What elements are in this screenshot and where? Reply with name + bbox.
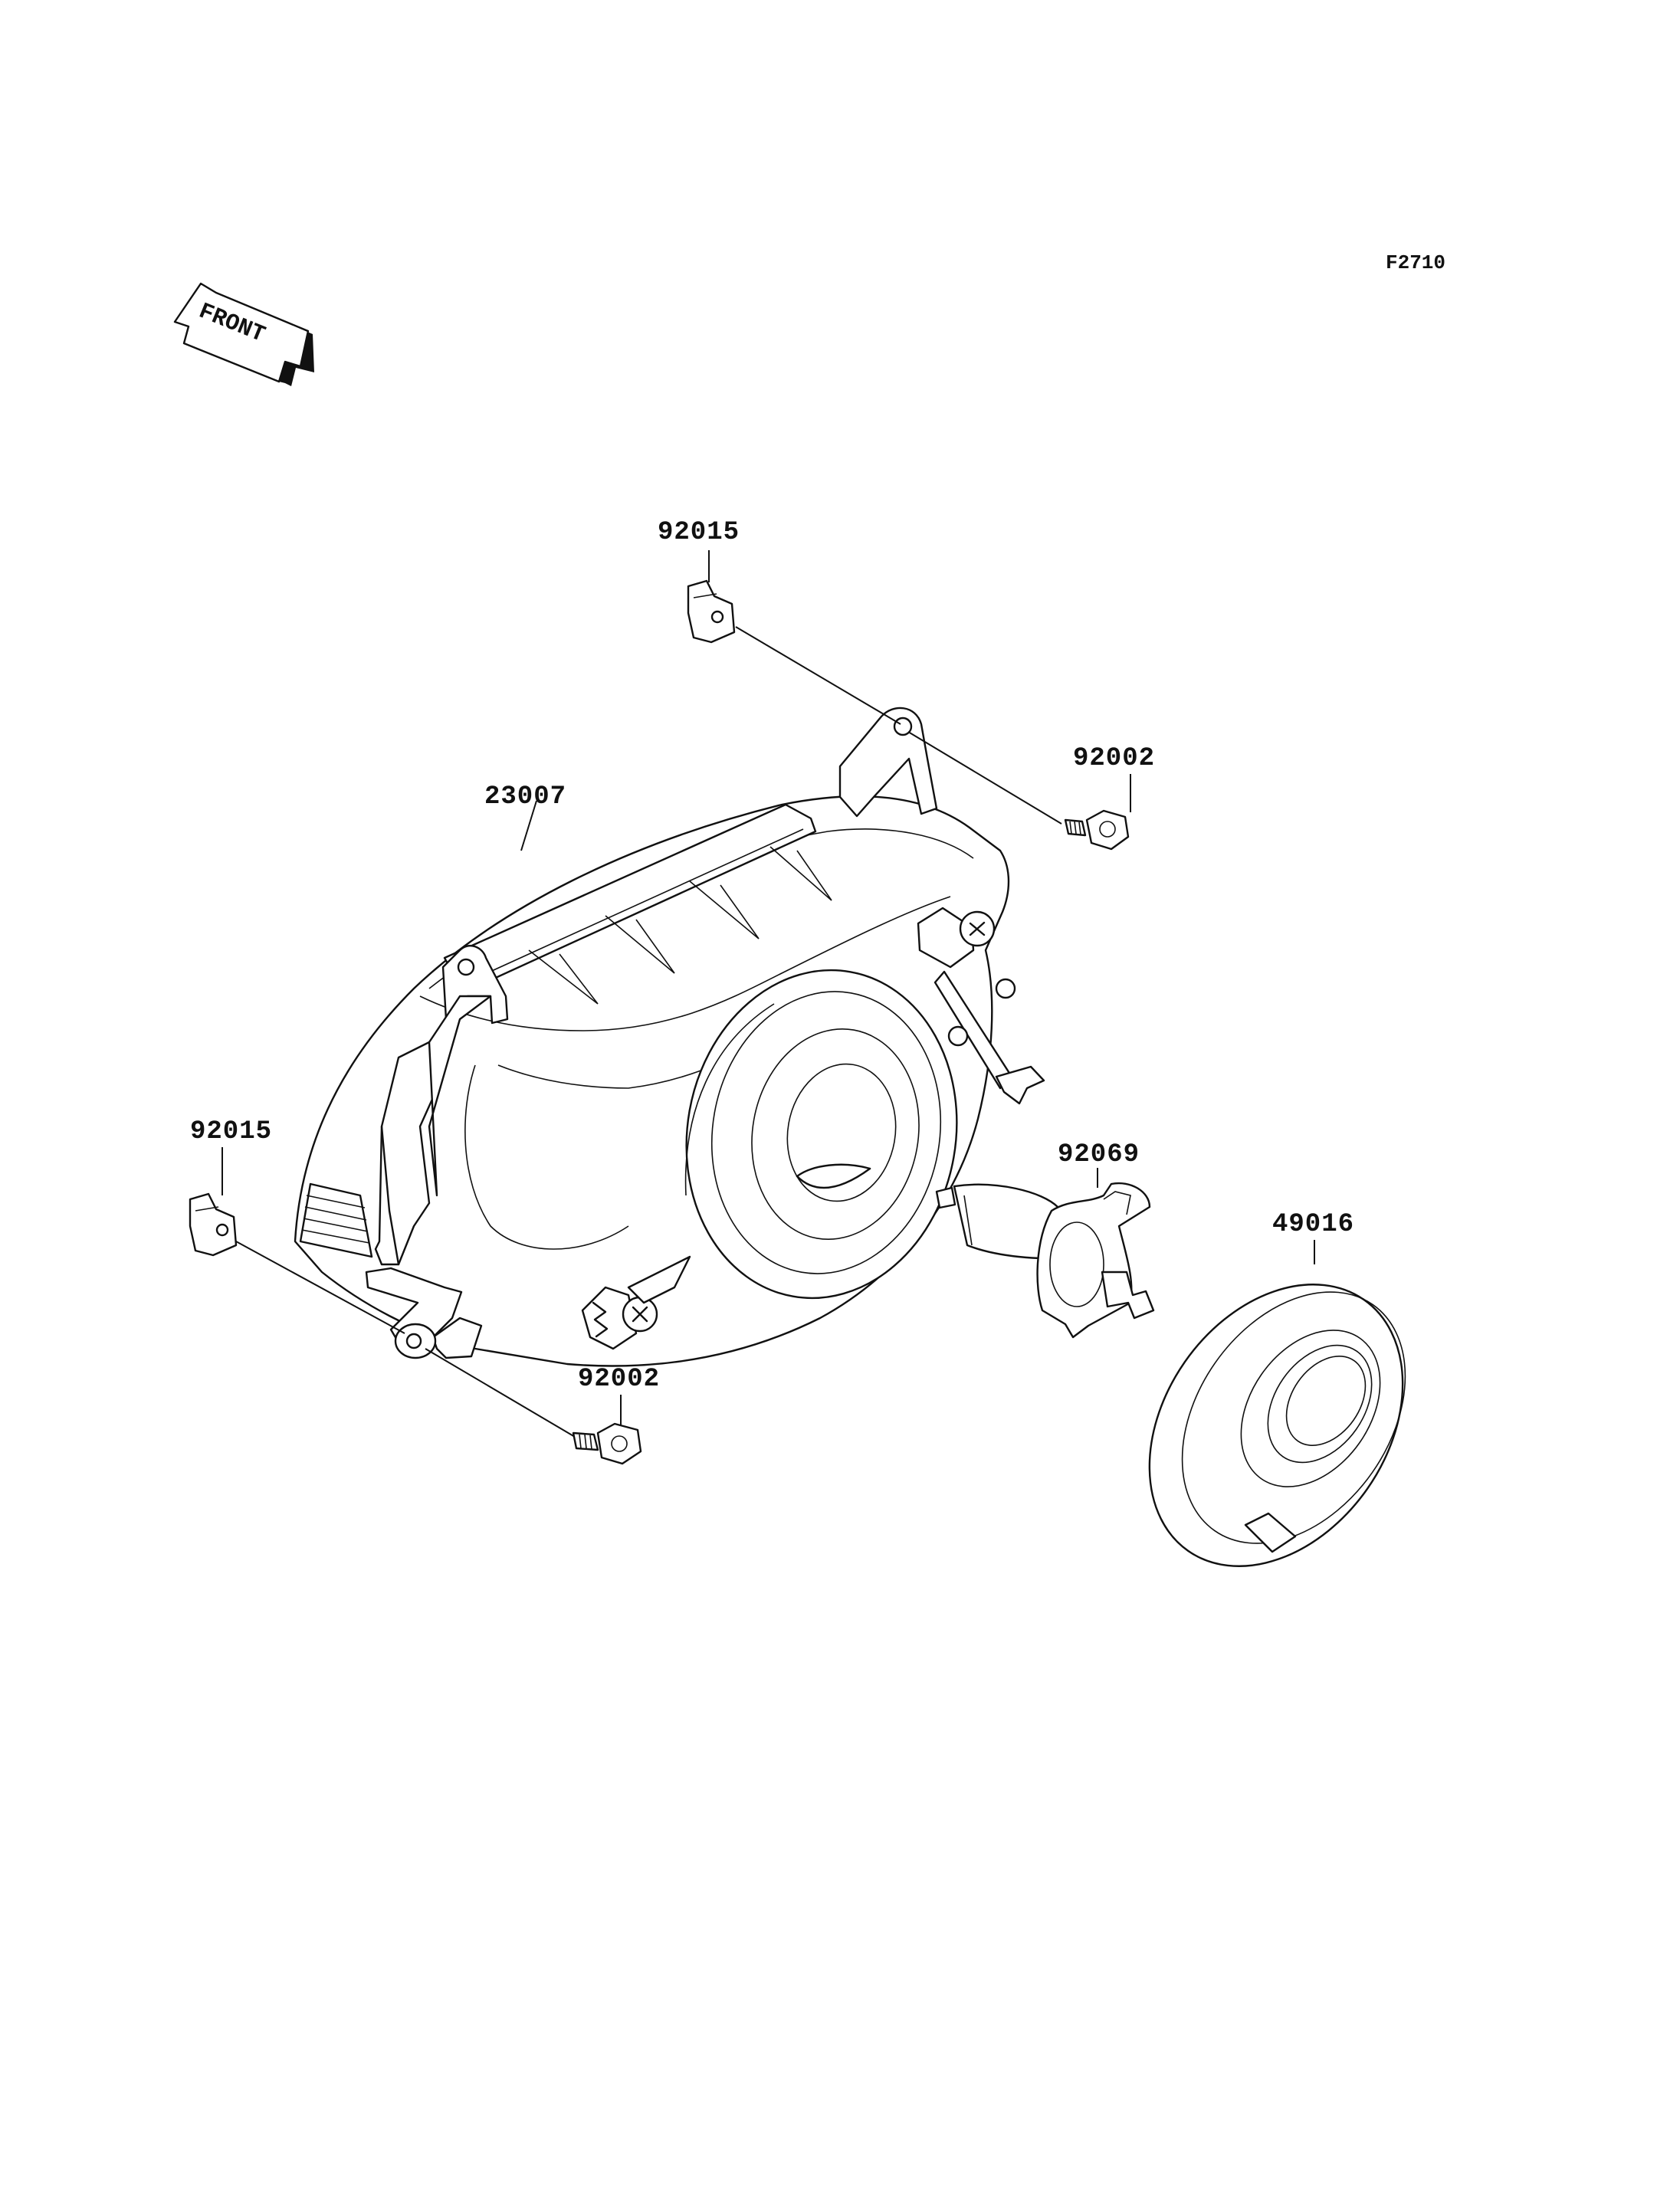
bolt-top xyxy=(1064,809,1130,851)
part-label-23007: 23007 xyxy=(484,782,566,812)
adjuster-screw-upper xyxy=(917,907,1045,1105)
headlight-assembly xyxy=(294,707,1045,1367)
diagram-code: F2710 xyxy=(1386,251,1445,274)
headlight-bulb xyxy=(935,1168,1155,1339)
front-arrow-icon: FRONT xyxy=(173,282,314,386)
part-label-49016: 49016 xyxy=(1272,1210,1354,1239)
part-label-92002-top: 92002 xyxy=(1073,744,1155,773)
part-label-92002-bottom: 92002 xyxy=(578,1365,660,1394)
part-label-92015-top: 92015 xyxy=(658,518,740,547)
part-label-92015-left: 92015 xyxy=(190,1117,272,1146)
adjuster-screw-lower xyxy=(581,1255,691,1350)
clip-nut-top xyxy=(687,579,736,644)
bolt-bottom xyxy=(572,1422,642,1465)
part-label-92069: 92069 xyxy=(1058,1140,1140,1169)
dust-cover xyxy=(1148,1240,1406,1567)
clip-nut-left xyxy=(189,1192,238,1257)
